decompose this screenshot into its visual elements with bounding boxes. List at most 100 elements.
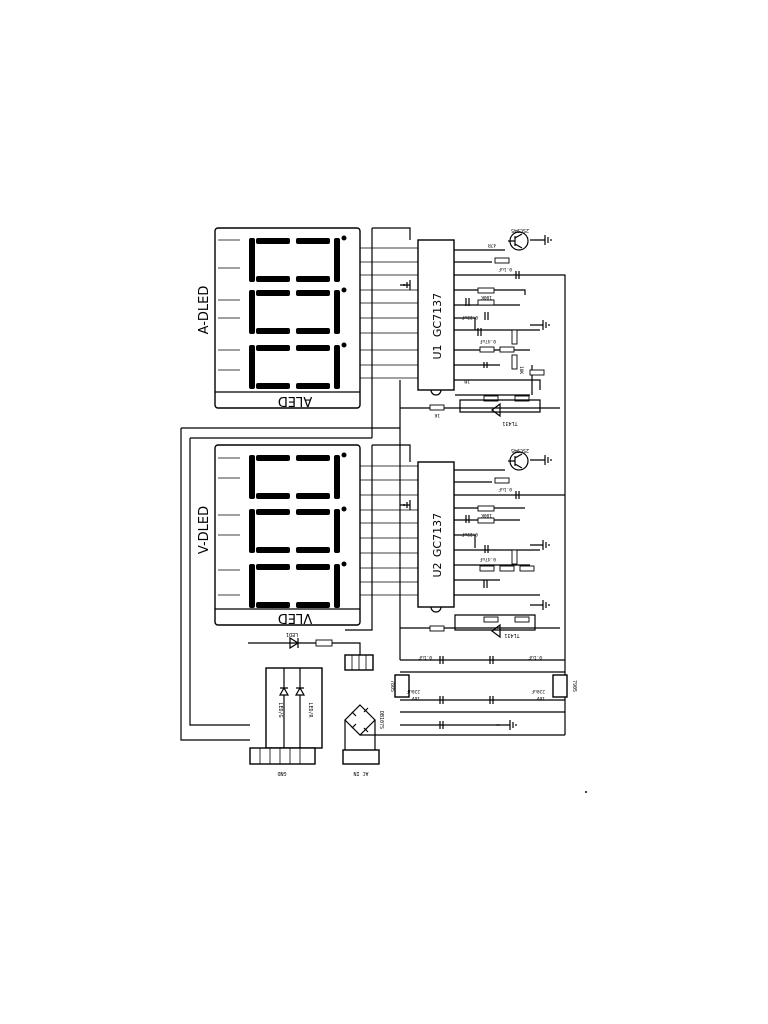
- volt-label: 16V: [412, 695, 420, 701]
- led-segment: [296, 345, 330, 351]
- led-segment: [249, 238, 255, 282]
- led-segment: [296, 509, 330, 515]
- led-segment: [256, 564, 290, 570]
- led-segment: [296, 602, 330, 608]
- led-red-label: LED/R: [307, 702, 313, 718]
- power-supply: 7805 7905 DB107S AC IN: [342, 656, 577, 776]
- display-chip-bus: [360, 247, 418, 596]
- a-dled-title: A-DLED: [197, 286, 212, 335]
- res-label: 100K: [481, 512, 492, 518]
- vled-digit-2: [249, 506, 347, 553]
- led-segment: [256, 290, 290, 296]
- component-values: 0.1uF 0.22uF 100K 0.47uF 0.1uF 0.22uF 10…: [406, 242, 545, 701]
- u2-part: GC7137: [431, 513, 444, 557]
- stray-dot: [585, 791, 587, 793]
- led-indicator-area: LED1 LED/G LED/R GND: [248, 631, 374, 776]
- led-segment: [296, 455, 330, 461]
- led-segment: [256, 547, 290, 553]
- led-segment: [256, 455, 290, 461]
- led-segment: [296, 383, 330, 389]
- led-green-label: LED/G: [277, 702, 283, 717]
- u1-support-circuit: 2SC945 TL431: [372, 227, 566, 735]
- led-segment: [249, 455, 255, 499]
- aled-digit-3: [249, 342, 347, 389]
- led-segment: [256, 509, 290, 515]
- led-segment: [334, 345, 340, 389]
- led-segment: [334, 238, 340, 282]
- vled-digit-1: [249, 452, 347, 499]
- led-segment: [296, 328, 330, 334]
- u1-ref: U1: [431, 344, 444, 359]
- led-segment: [334, 564, 340, 608]
- res-label: 47R: [488, 242, 496, 248]
- cap-label: 0.22uF: [461, 314, 478, 320]
- led-segment: [256, 493, 290, 499]
- led-segment: [256, 602, 290, 608]
- display-left-pins: [218, 239, 240, 596]
- u1-part: GC7137: [431, 293, 444, 337]
- cap-label: 0.1uF: [528, 654, 542, 660]
- vled-digit-3: [249, 561, 347, 608]
- led-segment: [256, 238, 290, 244]
- outer-wiring: [180, 228, 401, 741]
- vled-label: VLED: [278, 610, 312, 625]
- decimal-point: [341, 287, 347, 293]
- bridge-label: DB107S: [378, 711, 384, 729]
- res-label: 100K: [481, 294, 492, 300]
- led-segment: [334, 455, 340, 499]
- aled-digit-1: [249, 235, 347, 282]
- q2-label: 2SC945: [511, 447, 529, 453]
- reg2-label: 7905: [571, 680, 577, 692]
- cap-label: 220uF: [406, 688, 420, 694]
- connector-gnd-label: GND: [277, 770, 286, 776]
- cap-label: 0.1uF: [418, 654, 432, 660]
- u1-chip: GC7137 U1: [417, 239, 455, 396]
- cap-label: 0.1uF: [498, 266, 512, 272]
- decimal-point: [341, 342, 347, 348]
- u2-ref: U2: [431, 562, 444, 577]
- vled-display-block: VLED: [214, 444, 361, 626]
- led-segment: [249, 290, 255, 334]
- aled-digit-2: [249, 287, 347, 334]
- u2-support-circuit: 2SC945 TL431: [372, 444, 565, 639]
- led-segment: [296, 547, 330, 553]
- cap-label: 220uF: [531, 688, 545, 694]
- decimal-point: [341, 561, 347, 567]
- res-label: 1K: [434, 412, 440, 418]
- tl431-top-label: TL431: [502, 420, 517, 426]
- led-segment: [256, 276, 290, 282]
- decimal-point: [341, 235, 347, 241]
- led-segment: [296, 564, 330, 570]
- led-segment: [334, 290, 340, 334]
- decimal-point: [341, 506, 347, 512]
- reg1-label: 7805: [389, 680, 395, 692]
- led-segment: [296, 276, 330, 282]
- u2-chip: GC7137 U2: [417, 461, 455, 613]
- led-segment: [249, 345, 255, 389]
- led-segment: [256, 383, 290, 389]
- led-segment: [334, 509, 340, 553]
- led-segment: [256, 328, 290, 334]
- tl431-bottom-label: TL431: [504, 632, 519, 638]
- led-segment: [296, 290, 330, 296]
- led1-label: LED1: [286, 631, 298, 637]
- cap-label: 0.47uF: [479, 338, 496, 344]
- volt-label: 16V: [537, 695, 545, 701]
- ac-connector-label: AC IN: [353, 770, 368, 776]
- led-segment: [249, 509, 255, 553]
- cap-label: 0.1uF: [498, 486, 512, 492]
- decimal-point: [341, 452, 347, 458]
- led-segment: [256, 345, 290, 351]
- res-label: 1M: [464, 378, 470, 384]
- v-dled-title: V-DLED: [197, 506, 212, 554]
- aled-display-block: ALED: [214, 227, 361, 409]
- aled-label: ALED: [278, 393, 312, 408]
- cap-label: 0.47uF: [479, 556, 496, 562]
- res-label: 10K: [518, 366, 524, 374]
- led-segment: [296, 493, 330, 499]
- q1-label: 2SC945: [511, 227, 529, 233]
- led-segment: [296, 238, 330, 244]
- led-segment: [249, 564, 255, 608]
- cap-label: 0.22uF: [461, 531, 478, 537]
